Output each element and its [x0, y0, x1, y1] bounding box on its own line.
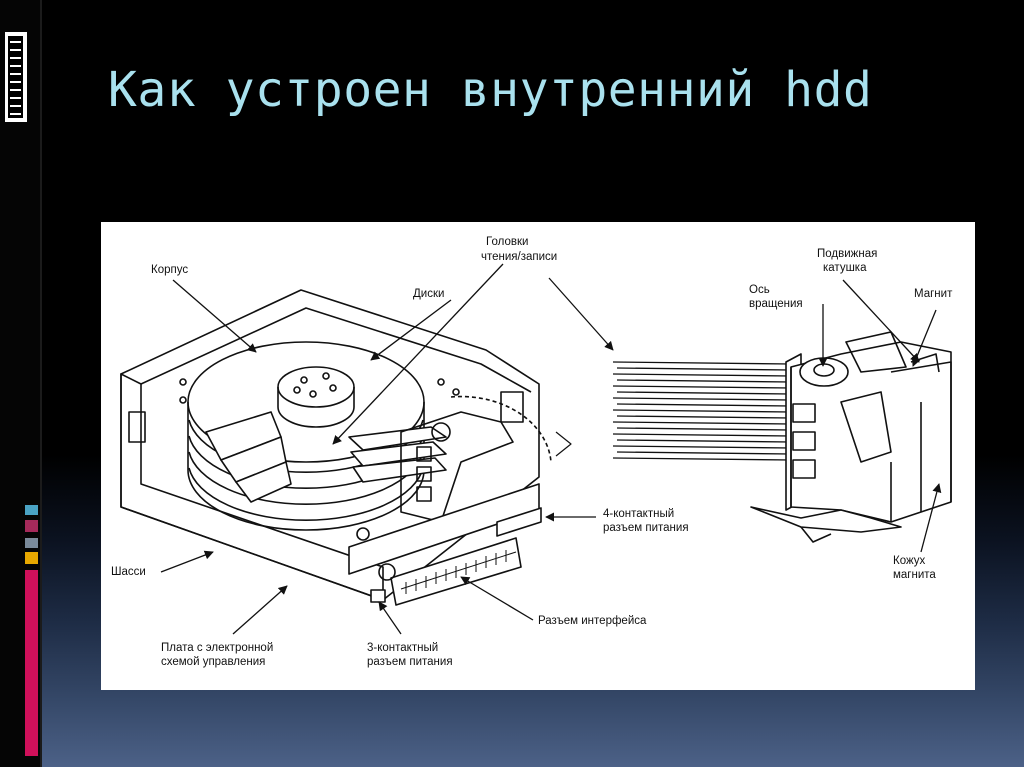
left-rule [40, 0, 42, 767]
label-korpus: Корпус [151, 264, 189, 276]
label-plata-2: схемой управления [161, 656, 266, 668]
label-golovki-1: Головки [486, 236, 529, 248]
label-os-2: вращения [749, 298, 803, 310]
hdd-line-drawing [120, 263, 952, 635]
label-kozhuh-1: Кожух [893, 555, 926, 567]
hdd-diagram: Корпус Диски Головки чтения/записи Подви… [101, 222, 975, 690]
ruled-bracket-icon [5, 32, 27, 122]
label-shassi: Шасси [111, 566, 146, 578]
label-podvizhnaya-2: катушка [823, 262, 867, 274]
label-magnit: Магнит [914, 288, 953, 300]
accent-bar-teal [25, 505, 38, 515]
label-pitanie4-1: 4-контактный [603, 508, 675, 520]
label-kozhuh-2: магнита [893, 569, 936, 581]
label-golovki-2: чтения/записи [481, 251, 558, 263]
accent-bar-magenta [25, 570, 38, 756]
accent-bar-gray [25, 538, 38, 548]
label-pitanie3-2: разъем питания [367, 656, 453, 668]
label-os-1: Ось [749, 284, 770, 296]
accent-bar-plum [25, 520, 38, 532]
label-pitanie4-2: разъем питания [603, 522, 689, 534]
label-interfeis: Разъем интерфейса [538, 615, 647, 627]
label-diski: Диски [413, 288, 445, 300]
slide-title: Как устроен внутренний hdd [108, 62, 873, 118]
accent-bar-yellow [25, 552, 38, 564]
label-pitanie3-1: 3-контактный [367, 642, 439, 654]
label-plata-1: Плата с электронной [161, 642, 274, 654]
label-podvizhnaya-1: Подвижная [817, 248, 878, 260]
